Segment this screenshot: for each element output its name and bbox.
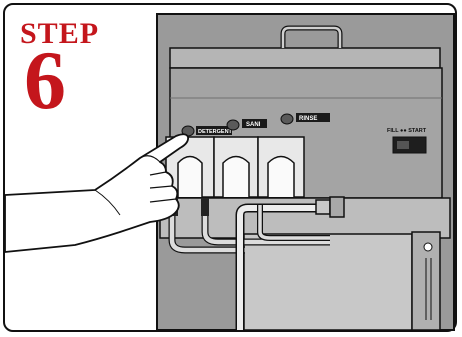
fill-start-label: FILL ●● START [387,128,427,134]
sani-label: SANI [246,122,261,128]
rinse-label: RINSE [299,116,317,122]
fill-start-switch[interactable]: FILL ●● START [387,128,427,153]
chemical-containers [166,137,304,197]
detergent-button[interactable]: DETERGENT [182,126,233,136]
detergent-label: DETERGENT [198,129,233,135]
